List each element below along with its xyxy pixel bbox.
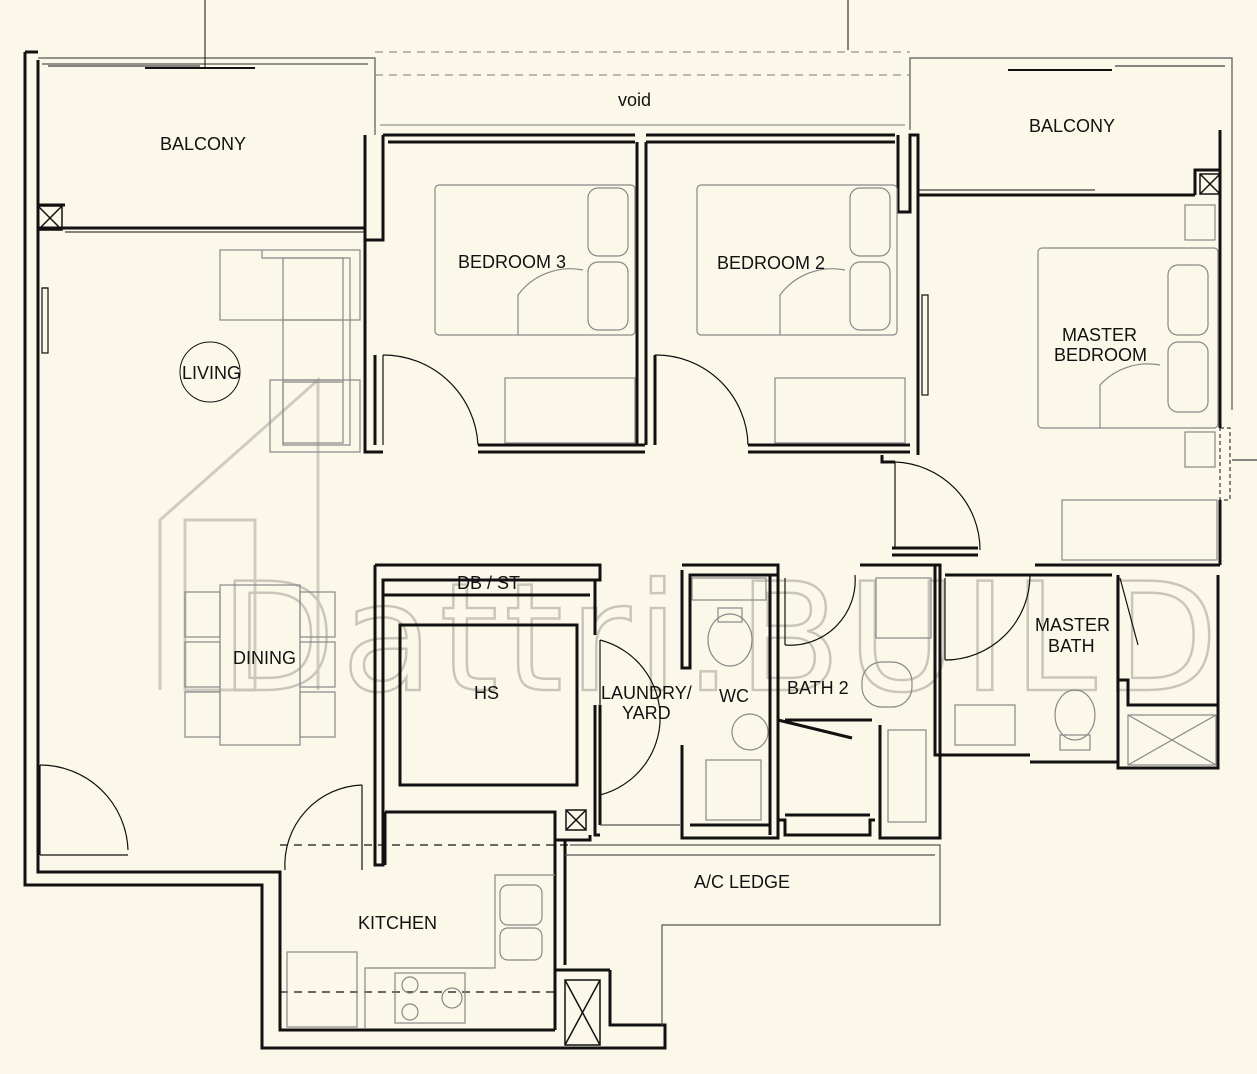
label-laundry-1: LAUNDRY/ [601, 683, 692, 703]
label-bedroom3: BEDROOM 3 [458, 252, 566, 272]
label-void: void [618, 90, 651, 110]
bedroom3-bed [434, 184, 636, 444]
master-window [1219, 427, 1257, 501]
label-kitchen: KITCHEN [358, 913, 437, 933]
doors [39, 287, 1139, 871]
bedroom2-bed [696, 184, 906, 444]
label-bedroom2: BEDROOM 2 [717, 253, 825, 273]
duct-box-right [1199, 173, 1221, 195]
label-living: LIVING [182, 363, 241, 383]
label-bath2: BATH 2 [787, 678, 849, 698]
label-master-bath-2: BATH [1048, 636, 1095, 656]
interior-walls [36, 130, 1222, 1030]
label-dining: DINING [233, 648, 296, 668]
balcony-left-frame [38, 0, 376, 233]
balcony-right-frame [909, 57, 1233, 410]
label-laundry-2: YARD [622, 703, 671, 723]
ac-ledge-frame [280, 824, 941, 1025]
bath-fixtures [691, 577, 1217, 823]
label-balcony-left: BALCONY [160, 134, 246, 154]
kitchen-fixtures [286, 874, 555, 1028]
label-wc: WC [719, 686, 749, 706]
living-marker [179, 341, 241, 403]
sofa [219, 249, 361, 453]
duct-box-left [37, 205, 63, 231]
label-master-bedroom-1: MASTER [1062, 325, 1137, 345]
void-area [375, 0, 910, 126]
label-hs: HS [474, 683, 499, 703]
label-master-bath-1: MASTER [1035, 615, 1110, 635]
master-bed [1037, 204, 1219, 561]
label-master-bedroom-2: BEDROOM [1054, 345, 1147, 365]
label-ac-ledge: A/C LEDGE [694, 872, 790, 892]
ac-duct-box [564, 809, 601, 1046]
label-db-st: DB / ST [457, 573, 520, 593]
exterior-walls [23, 50, 667, 1050]
label-balcony-right: BALCONY [1029, 116, 1115, 136]
dining-table [184, 584, 336, 746]
